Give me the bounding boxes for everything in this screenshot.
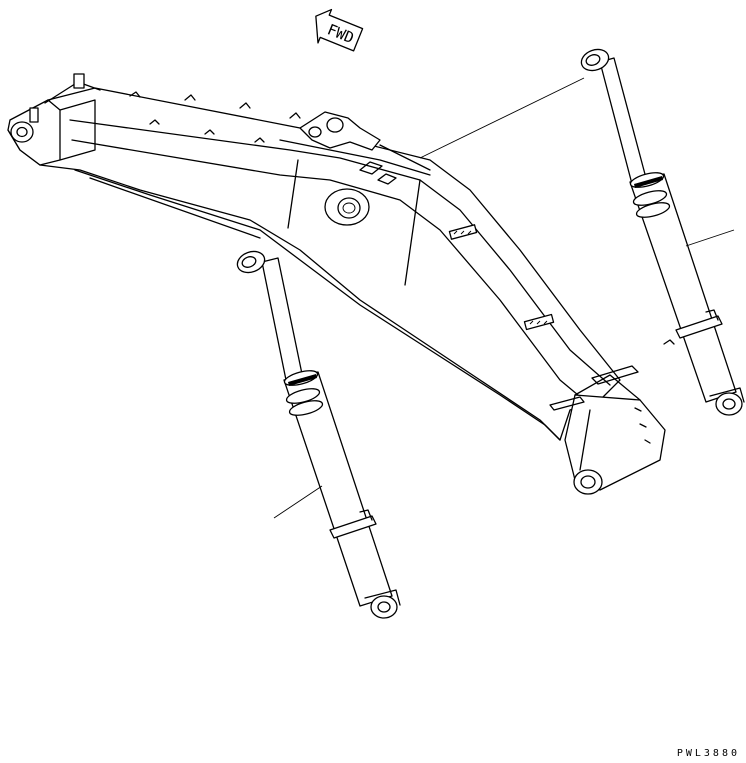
- boom-cylinder-left: [236, 250, 401, 619]
- boom-cylinder-right: [419, 48, 745, 416]
- fwd-arrow: FWD: [315, 8, 364, 52]
- boom: [7, 73, 666, 495]
- reference-code: PWL3880: [676, 748, 740, 759]
